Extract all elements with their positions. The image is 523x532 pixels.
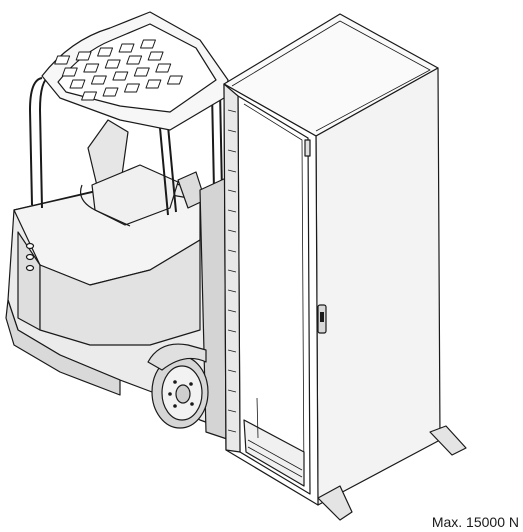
- forklift-guard-grid: [55, 40, 183, 100]
- fork-tine-rear: [430, 426, 466, 455]
- fork-tine-front: [318, 486, 352, 520]
- forklift-armrest: [81, 185, 130, 226]
- forklift-light-1: [27, 244, 34, 249]
- forklift: [6, 12, 230, 440]
- cabinet-internal-rod: [257, 398, 258, 438]
- cabinet-door-lock: [320, 312, 324, 322]
- forklift-guard-post-rear: [30, 76, 50, 208]
- enclosure-cabinet: [224, 14, 466, 520]
- forklift-front-body: [40, 240, 200, 345]
- forklift-bumper: [6, 300, 120, 395]
- forklift-wheel-front: [152, 356, 208, 428]
- cabinet-rail-perforations: [228, 110, 236, 432]
- forklift-fender: [148, 344, 206, 370]
- cabinet-side: [316, 68, 440, 505]
- forklift-guard-post-front: [160, 126, 176, 215]
- forklift-light-2: [27, 255, 34, 260]
- cabinet-top-rim: [232, 21, 430, 131]
- forklift-guard-post-right: [212, 90, 222, 192]
- load-capacity-label: Max. 15000 N: [431, 514, 519, 530]
- forklift-light-3: [27, 266, 34, 271]
- cabinet-base-slats: [248, 440, 302, 477]
- cabinet-hinge-rail: [224, 84, 240, 452]
- cabinet-hinge-top: [305, 140, 310, 156]
